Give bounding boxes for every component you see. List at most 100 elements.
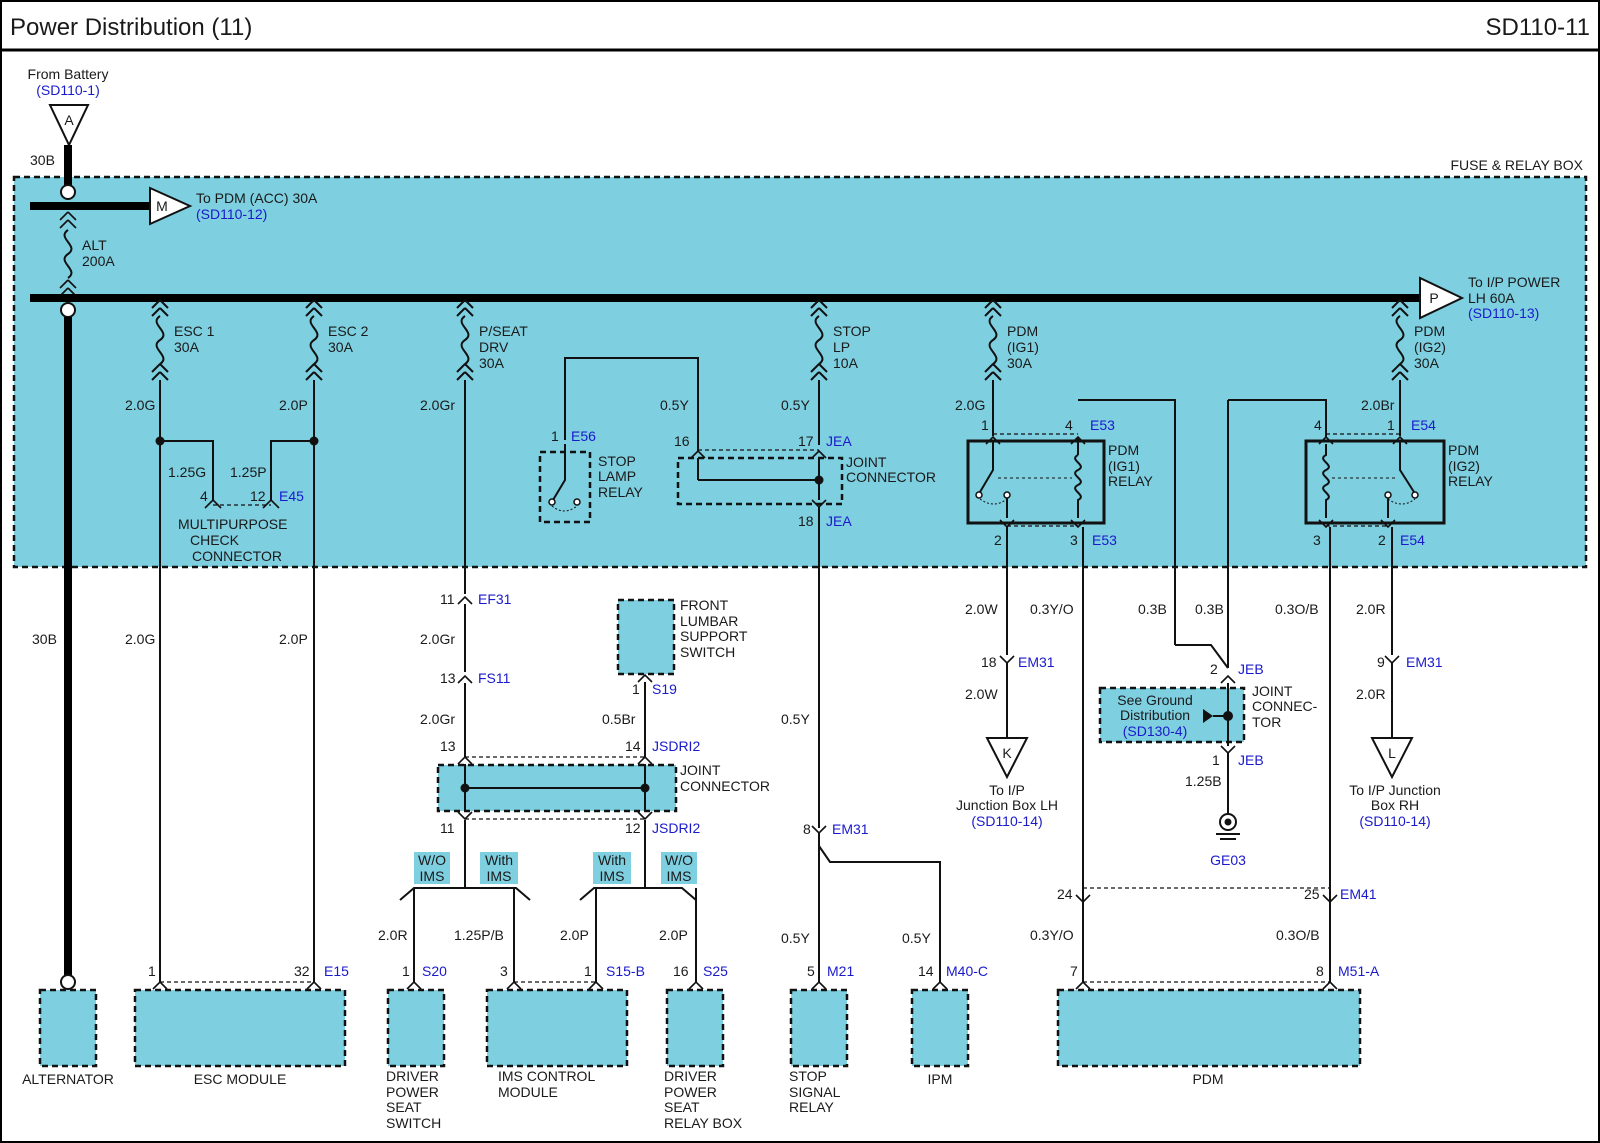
pin-label: 3 <box>500 963 508 979</box>
pdm-ig1-relay <box>966 439 1106 525</box>
front-lumbar-l1: FRONT <box>680 597 729 613</box>
to-ip-rh-l2: Box RH <box>1371 797 1419 813</box>
connector-em31: EM31 <box>1018 654 1055 670</box>
driver-seat-switch-l4: SWITCH <box>386 1115 441 1131</box>
front-lumbar-l4: SWITCH <box>680 644 735 660</box>
terminal-bottom <box>60 302 76 318</box>
fuse-label: 30A <box>1414 355 1440 371</box>
pin-label: 7 <box>1070 963 1078 979</box>
alternator-label: ALTERNATOR <box>22 1071 114 1087</box>
alternator-module <box>38 988 98 1068</box>
connector-jeb-bottom: JEB <box>1238 752 1264 768</box>
tag-wo-ims <box>414 852 450 884</box>
pin-label: 18 <box>981 654 997 670</box>
fuse-label: 30A <box>1007 355 1033 371</box>
terminal-top <box>60 184 76 200</box>
pin-label: 2 <box>994 532 1002 548</box>
ip-power-ref: (SD110-13) <box>1468 305 1539 321</box>
wire-label: 0.5Y <box>781 711 810 727</box>
ims-control-module <box>485 988 629 1068</box>
driver-seat-switch-l2: POWER <box>386 1084 439 1100</box>
pin-label: 8 <box>803 821 811 837</box>
pin-label: 16 <box>674 433 690 449</box>
pin-label: 4 <box>1314 417 1322 433</box>
pin-label: 13 <box>440 670 456 686</box>
connector-e56: E56 <box>571 428 596 444</box>
fuse-label: STOP <box>833 323 871 339</box>
pin-label: 24 <box>1057 886 1073 902</box>
wire-label: 0.5Y <box>902 930 931 946</box>
to-ip-lh-l1: To I/P <box>989 782 1025 798</box>
pdm-acc-label: To PDM (ACC) 30A <box>196 190 318 206</box>
connector-e54-top: E54 <box>1411 417 1436 433</box>
connector-s20: S20 <box>422 963 447 979</box>
wire-30b-top: 30B <box>30 152 55 168</box>
fuse-label: ESC 1 <box>174 323 215 339</box>
connector-e15: E15 <box>324 963 349 979</box>
connector-e45: E45 <box>279 488 304 504</box>
connector-em41: EM41 <box>1340 886 1377 902</box>
wire-label: 2.0G <box>125 631 155 647</box>
pin-label: 5 <box>807 963 815 979</box>
tag-wo-ims <box>661 852 697 884</box>
wire-label: 1.25P <box>230 464 267 480</box>
pin-label: 1 <box>1387 417 1395 433</box>
pin-label: 9 <box>1377 654 1385 670</box>
tag-text: W/O <box>418 852 446 868</box>
to-ip-rh-ref: (SD110-14) <box>1359 813 1430 829</box>
tag-text: IMS <box>600 868 625 884</box>
ipm-label: IPM <box>928 1071 953 1087</box>
stop-lamp-relay-l3: RELAY <box>598 484 644 500</box>
pin-label: 1 <box>981 417 989 433</box>
joint-connector-jeb-l3: TOR <box>1252 714 1281 730</box>
ip-power-l1: To I/P POWER <box>1468 274 1560 290</box>
wire-label: 2.0R <box>1356 601 1386 617</box>
esc-module <box>133 988 347 1068</box>
pin-label: 13 <box>440 738 456 754</box>
pin-label: 14 <box>918 963 934 979</box>
pin-label: 25 <box>1304 886 1320 902</box>
driver-seat-relay-l4: RELAY BOX <box>664 1115 743 1131</box>
wire-label: 2.0W <box>965 686 998 702</box>
joint-connector-l2: CONNECTOR <box>680 778 770 794</box>
pdm-ig2-relay-l2: (IG2) <box>1448 458 1480 474</box>
wire-label: 0.5Y <box>660 397 689 413</box>
pin-label: 2 <box>1378 532 1386 548</box>
connector-p-icon <box>1419 276 1465 320</box>
pin-label: 12 <box>625 820 641 836</box>
pin-label: 18 <box>798 513 814 529</box>
tag-text: IMS <box>487 868 512 884</box>
fuse-label: (IG1) <box>1007 339 1039 355</box>
connector-fs11: FS11 <box>478 670 511 686</box>
fuse-label: ESC 2 <box>328 323 369 339</box>
multipurpose-l2: CHECK <box>190 532 240 548</box>
front-lumbar-switch <box>616 598 676 676</box>
pin-label: 17 <box>798 433 814 449</box>
fuse-label: PDM <box>1414 323 1445 339</box>
multipurpose-l1: MULTIPURPOSE <box>178 516 287 532</box>
connector-jeb-top: JEB <box>1238 661 1264 677</box>
fuse-relay-box-label: FUSE & RELAY BOX <box>1450 157 1583 173</box>
joint-connector-l2: CONNECTOR <box>846 469 936 485</box>
stop-signal-relay-l2: SIGNAL <box>789 1084 841 1100</box>
connector-k-icon <box>985 737 1029 780</box>
fuse-icon <box>1391 299 1409 381</box>
see-ground-l1: See Ground <box>1117 692 1193 708</box>
connector-e53-top: E53 <box>1090 417 1115 433</box>
connector-m51a: M51-A <box>1338 963 1380 979</box>
pin-label: 32 <box>294 963 310 979</box>
fuse-icon <box>456 299 474 381</box>
fuse-label: P/SEAT <box>479 323 528 339</box>
wire-label: 0.5Br <box>602 711 636 727</box>
pin-label: 4 <box>1065 417 1073 433</box>
connector-a-icon <box>48 104 90 148</box>
joint-connector-jeb-l2: CONNEC- <box>1252 698 1318 714</box>
pin-label: 11 <box>440 591 455 607</box>
ims-l1: IMS CONTROL <box>498 1068 595 1084</box>
page-title: Power Distribution (11) <box>10 14 252 41</box>
see-ground-ref: (SD130-4) <box>1123 723 1188 739</box>
pdm-ig1-relay-l1: PDM <box>1108 442 1139 458</box>
connector-jsdri2-bottom: JSDRI2 <box>652 820 700 836</box>
